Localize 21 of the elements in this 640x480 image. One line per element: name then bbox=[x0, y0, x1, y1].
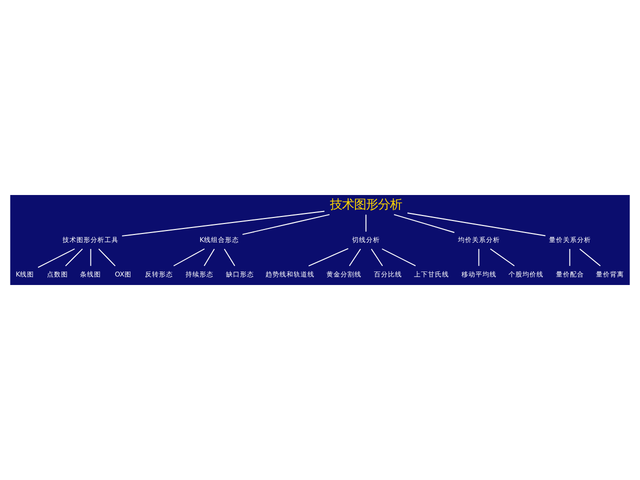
connector bbox=[406, 212, 546, 236]
node-text: 技术图形分析 bbox=[330, 198, 402, 212]
connector bbox=[38, 248, 76, 268]
connector bbox=[204, 248, 215, 266]
connector bbox=[224, 248, 236, 266]
connector bbox=[365, 214, 366, 232]
connector bbox=[98, 248, 116, 266]
connector bbox=[348, 248, 362, 266]
connector bbox=[394, 214, 455, 233]
connector bbox=[490, 248, 515, 266]
connector bbox=[308, 248, 349, 266]
connector bbox=[242, 214, 330, 235]
connector bbox=[370, 248, 383, 266]
connector bbox=[122, 210, 325, 236]
connector bbox=[90, 248, 92, 266]
connector bbox=[478, 248, 480, 266]
connector bbox=[382, 248, 416, 266]
connector bbox=[579, 248, 601, 266]
connector bbox=[569, 248, 570, 266]
connector bbox=[173, 248, 205, 266]
connector bbox=[65, 248, 83, 266]
